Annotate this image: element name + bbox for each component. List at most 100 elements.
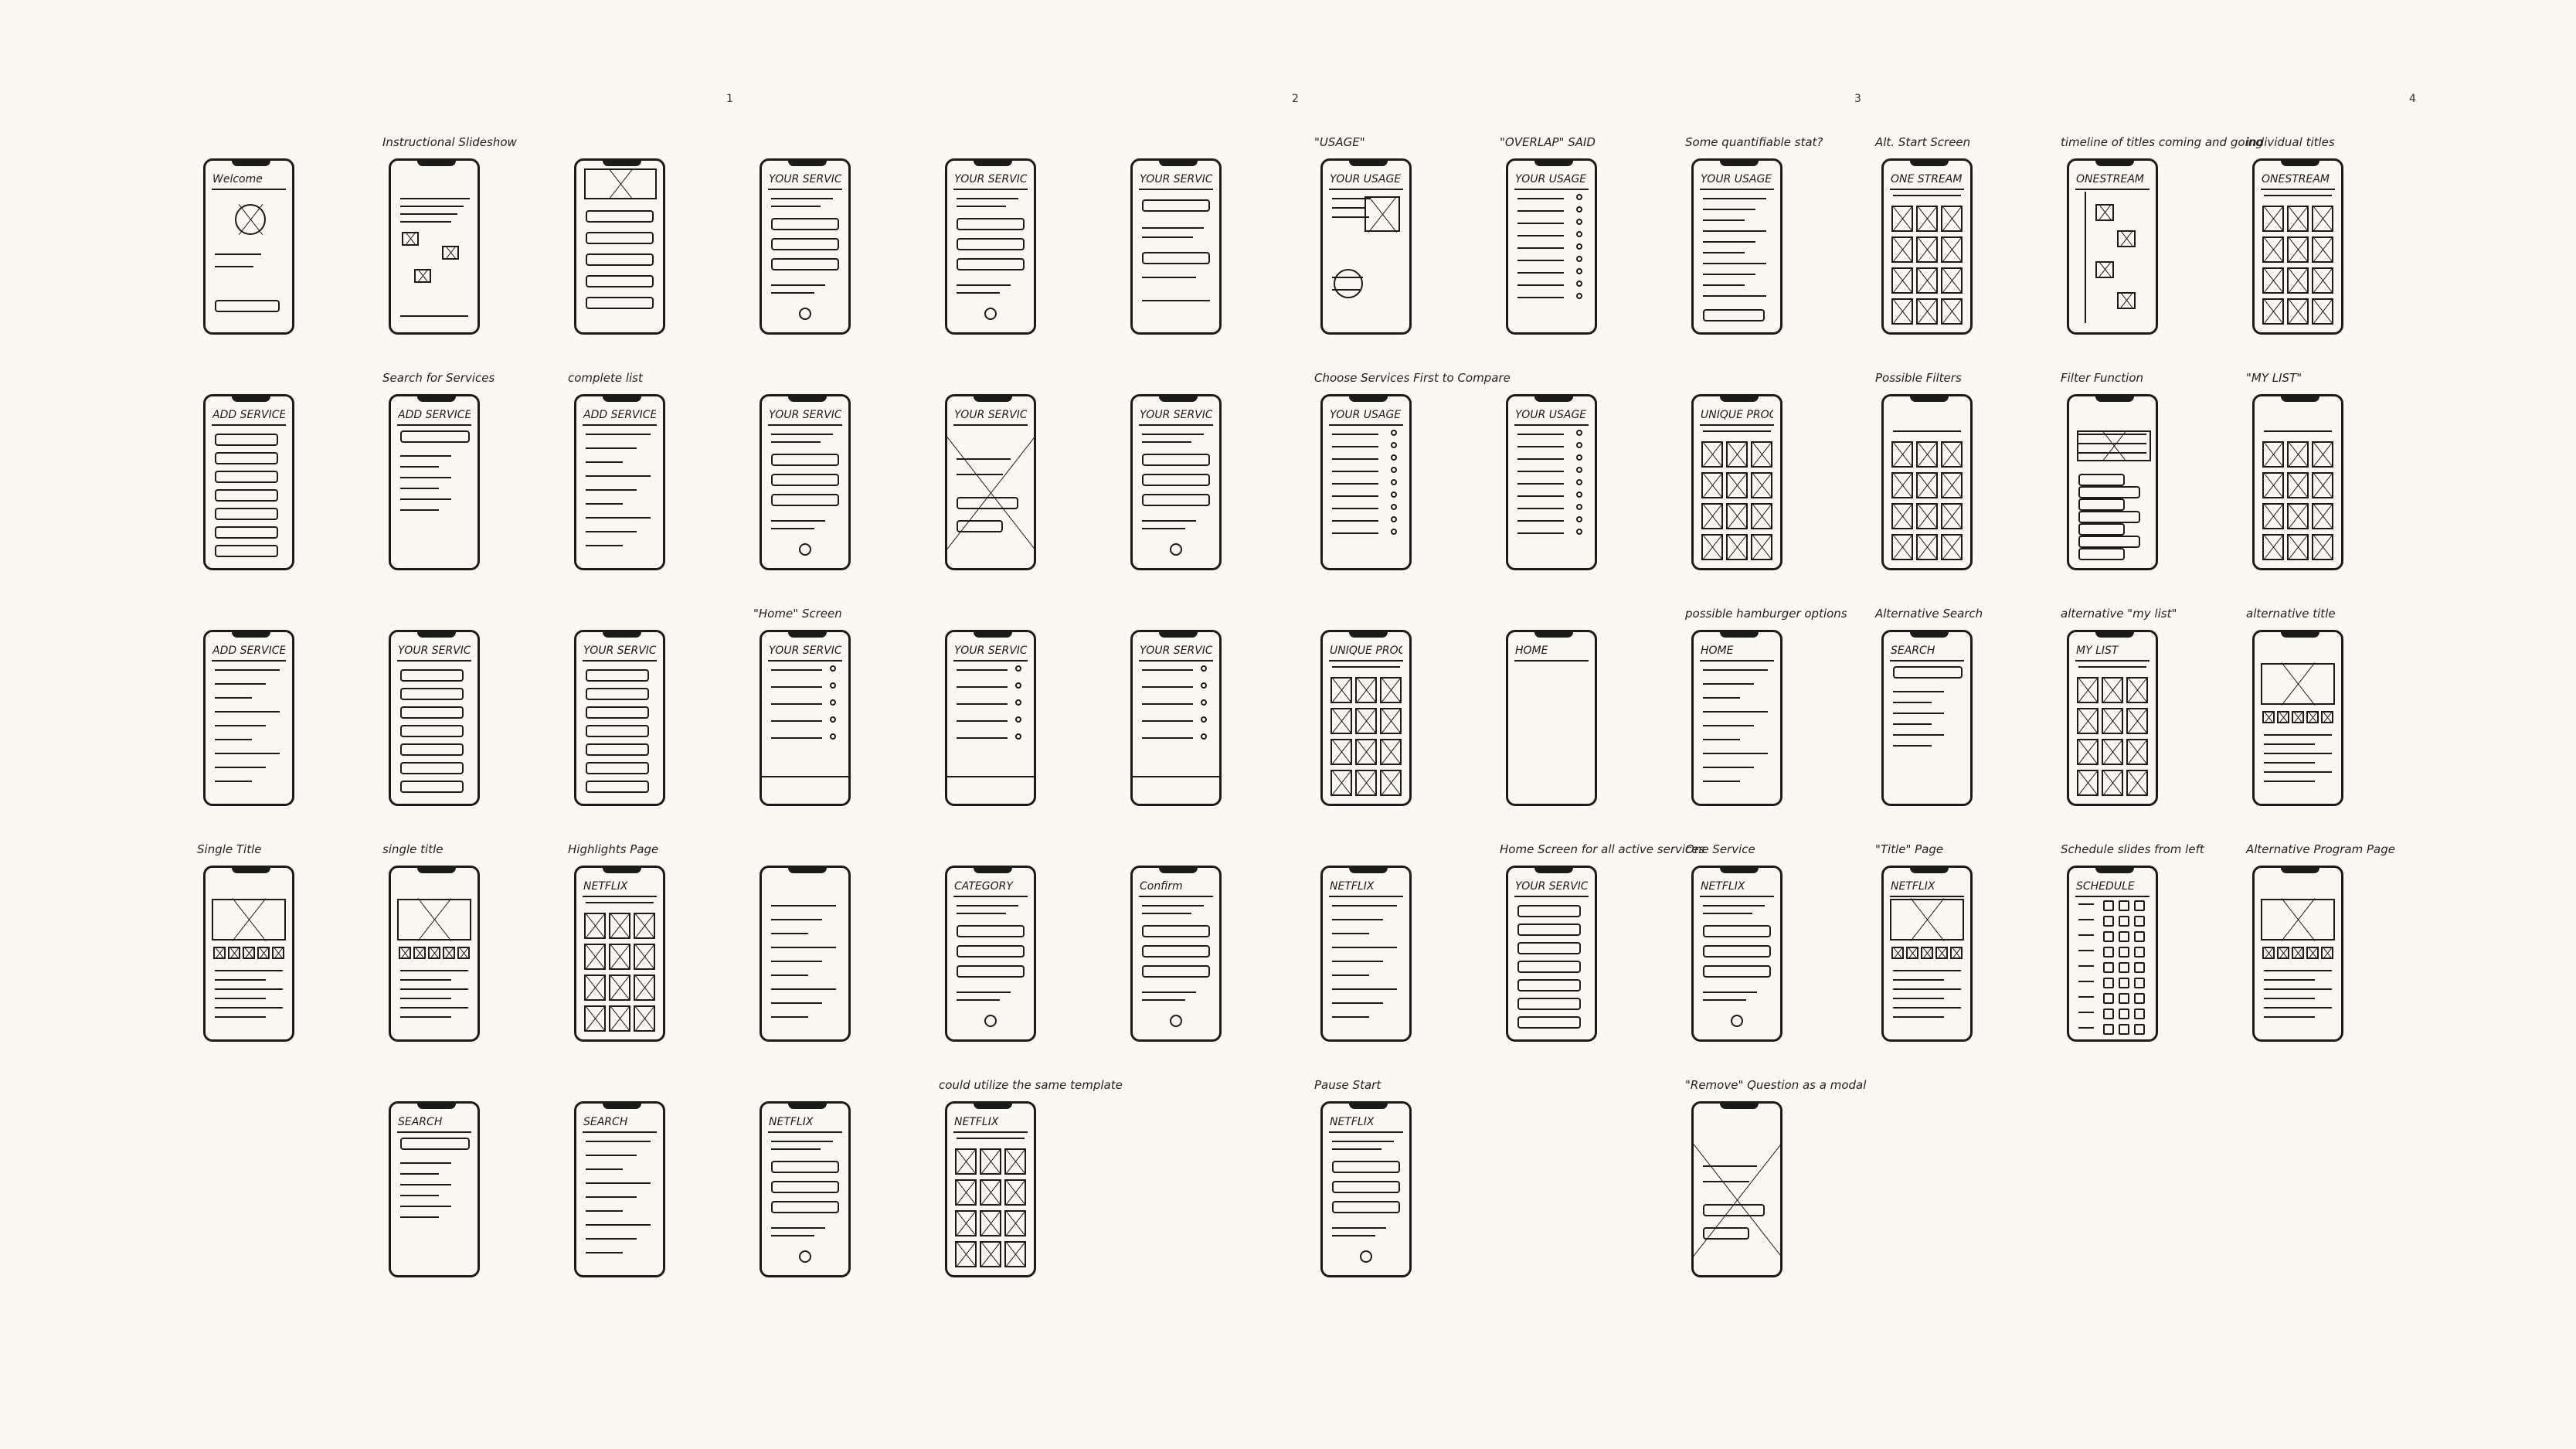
screen-caption: possible hamburger options <box>1685 607 1847 621</box>
cross-out-mark <box>952 427 1029 559</box>
sketch-line <box>586 461 623 463</box>
check-icon[interactable] <box>1576 442 1582 448</box>
schedule-slot-icon[interactable] <box>2119 947 2129 957</box>
sketch-line <box>2264 781 2315 782</box>
sketch-input <box>957 218 1025 230</box>
sketch-input <box>1517 923 1581 936</box>
schedule-slot-icon[interactable] <box>2119 1009 2129 1019</box>
submit-icon[interactable] <box>799 308 811 320</box>
check-icon[interactable] <box>1391 516 1397 522</box>
check-icon[interactable] <box>1576 243 1582 250</box>
phone-wireframe <box>203 866 294 1042</box>
get-started-button[interactable] <box>215 300 280 312</box>
sketch-input <box>586 762 649 774</box>
phone-wireframe <box>574 158 665 335</box>
schedule-slot-icon[interactable] <box>2134 993 2145 1004</box>
check-icon[interactable] <box>1391 467 1397 473</box>
logo-placeholder <box>235 204 266 235</box>
submit-icon[interactable] <box>799 543 811 556</box>
sketch-line <box>400 206 464 207</box>
schedule-slot-icon[interactable] <box>2119 962 2129 973</box>
phone-notch <box>974 868 1012 873</box>
check-icon[interactable] <box>1576 479 1582 485</box>
schedule-slot-icon[interactable] <box>2103 978 2114 988</box>
schedule-slot-icon[interactable] <box>2103 931 2114 942</box>
sketch-line <box>771 947 836 948</box>
submit-icon[interactable] <box>799 1250 811 1263</box>
check-icon[interactable] <box>1391 529 1397 535</box>
check-icon[interactable] <box>1576 256 1582 262</box>
submit-icon[interactable] <box>1731 1015 1743 1027</box>
schedule-slot-icon[interactable] <box>2134 900 2145 911</box>
schedule-slot-icon[interactable] <box>2103 1024 2114 1035</box>
schedule-slot-icon[interactable] <box>2103 900 2114 911</box>
sketch-line <box>586 531 637 532</box>
schedule-slot-icon[interactable] <box>2103 916 2114 927</box>
schedule-slot-icon[interactable] <box>2134 1024 2145 1035</box>
sketch-line <box>2264 1007 2332 1009</box>
image-placeholder <box>584 975 606 1001</box>
service-status-icon <box>1015 682 1021 689</box>
check-icon[interactable] <box>1576 504 1582 510</box>
check-icon[interactable] <box>1391 454 1397 461</box>
check-icon[interactable] <box>1576 206 1582 213</box>
tab-bar[interactable] <box>947 776 1034 804</box>
schedule-slot-icon[interactable] <box>2134 931 2145 942</box>
schedule-slot-icon[interactable] <box>2134 962 2145 973</box>
sketch-input <box>586 725 649 737</box>
image-placeholder <box>1355 739 1377 765</box>
check-icon[interactable] <box>1576 516 1582 522</box>
check-icon[interactable] <box>1576 467 1582 473</box>
schedule-slot-icon[interactable] <box>2119 900 2129 911</box>
phone-wireframe: ADD SERVICE <box>203 394 294 570</box>
schedule-slot-icon[interactable] <box>2103 1009 2114 1019</box>
image-placeholder <box>2261 899 2335 940</box>
check-icon[interactable] <box>1391 479 1397 485</box>
schedule-slot-icon[interactable] <box>2103 993 2114 1004</box>
image-placeholder <box>212 899 286 940</box>
check-icon[interactable] <box>1391 430 1397 436</box>
schedule-slot-icon[interactable] <box>2103 947 2114 957</box>
check-icon[interactable] <box>1576 529 1582 535</box>
image-placeholder <box>2277 711 2289 723</box>
image-placeholder <box>955 1148 977 1175</box>
tab-bar[interactable] <box>762 776 848 804</box>
submit-icon[interactable] <box>984 1015 997 1027</box>
check-icon[interactable] <box>1576 492 1582 498</box>
check-icon[interactable] <box>1391 504 1397 510</box>
sketch-line <box>1517 198 1564 199</box>
submit-icon[interactable] <box>984 308 997 320</box>
image-placeholder <box>2306 711 2319 723</box>
check-icon[interactable] <box>1576 219 1582 225</box>
check-icon[interactable] <box>1391 492 1397 498</box>
check-icon[interactable] <box>1576 454 1582 461</box>
schedule-slot-icon[interactable] <box>2134 978 2145 988</box>
sketch-line <box>2264 743 2315 745</box>
submit-icon[interactable] <box>1170 1015 1182 1027</box>
submit-icon[interactable] <box>1360 1250 1372 1263</box>
check-icon[interactable] <box>1576 231 1582 237</box>
schedule-slot-icon[interactable] <box>2134 916 2145 927</box>
schedule-slot-icon[interactable] <box>2134 947 2145 957</box>
check-icon[interactable] <box>1576 194 1582 200</box>
schedule-slot-icon[interactable] <box>2134 1009 2145 1019</box>
schedule-slot-icon[interactable] <box>2119 931 2129 942</box>
sketch-line <box>1703 683 1754 685</box>
check-icon[interactable] <box>1576 281 1582 287</box>
schedule-slot-icon[interactable] <box>2119 916 2129 927</box>
schedule-slot-icon[interactable] <box>2119 978 2129 988</box>
check-icon[interactable] <box>1576 430 1582 436</box>
schedule-slot-icon[interactable] <box>2103 962 2114 973</box>
schedule-slot-icon[interactable] <box>2119 993 2129 1004</box>
check-icon[interactable] <box>1576 268 1582 274</box>
check-icon[interactable] <box>1391 442 1397 448</box>
tab-bar[interactable] <box>1133 776 1219 804</box>
sketch-line <box>586 902 654 903</box>
sketch-line <box>1142 434 1204 435</box>
header-rule <box>953 1131 1028 1133</box>
schedule-slot-icon[interactable] <box>2119 1024 2129 1035</box>
submit-icon[interactable] <box>1170 543 1182 556</box>
sketch-line <box>1703 230 1766 232</box>
check-icon[interactable] <box>1576 293 1582 299</box>
